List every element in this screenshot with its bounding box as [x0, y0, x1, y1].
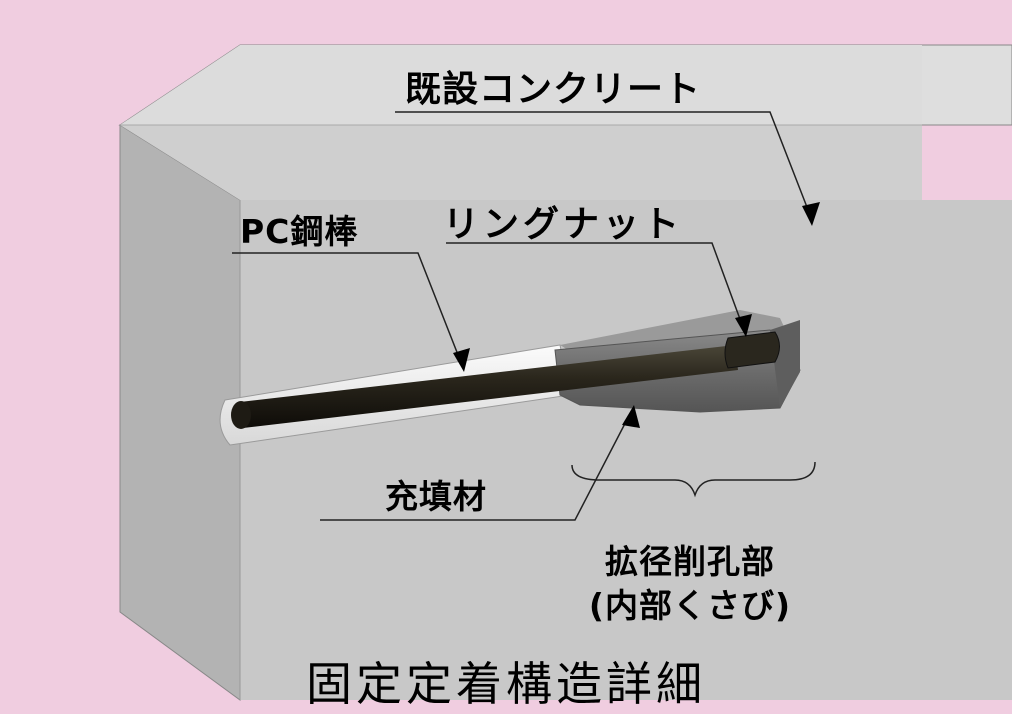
concrete-top-face-front [120, 45, 922, 125]
label-pc-steel-bar: PC鋼棒 [240, 212, 359, 251]
brace-enlarged-section [571, 461, 816, 498]
arrow-pc-bar [453, 348, 470, 372]
ring-nut [724, 331, 780, 369]
label-filler: 充填材 [385, 477, 487, 516]
pc-steel-bar [240, 345, 738, 428]
concrete-front-upper [120, 125, 922, 200]
diagram-title: 固定定着構造詳細 [306, 657, 706, 711]
arrow-ring-nut [735, 314, 752, 337]
leader-filler [320, 409, 633, 521]
leader-arrowheads [453, 202, 820, 428]
arrow-concrete [802, 202, 820, 226]
label-existing-concrete: 既設コンクリート [405, 69, 702, 110]
concrete-front-face [240, 200, 1012, 700]
leader-lines [232, 111, 813, 521]
leader-existing-concrete [395, 111, 813, 221]
label-ring-nut: リングナット [443, 204, 684, 245]
leader-ring-nut [446, 242, 745, 331]
label-enlarged-hole-line2: (内部くさび) [588, 586, 792, 625]
label-enlarged-hole-line1: 拡径削孔部 [605, 542, 775, 581]
arrow-filler [622, 405, 640, 428]
label-enlarged-hole: 拡径削孔部 (内部くさび) [535, 540, 845, 628]
leader-pc-bar [232, 252, 463, 366]
